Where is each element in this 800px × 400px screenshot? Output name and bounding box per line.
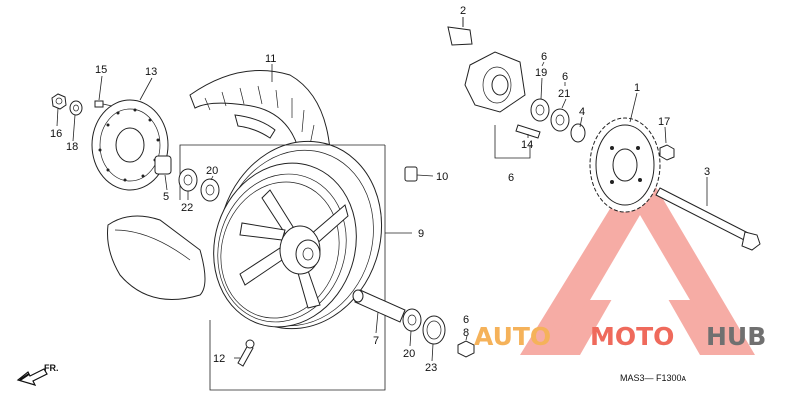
axle-nut-part: [457, 340, 475, 358]
sprocket-flange-part: [464, 51, 526, 113]
sprocket-nut-part: [659, 144, 675, 161]
part-label-16: 16: [50, 128, 62, 140]
part-label-6-group: 6: [508, 172, 514, 184]
damper-part: [447, 17, 473, 46]
part-label-18: 18: [66, 141, 78, 153]
front-direction-label: FR.: [44, 363, 59, 373]
part-label-7: 7: [373, 335, 379, 347]
part-label-23: 23: [425, 362, 437, 374]
air-valve-part: [237, 339, 255, 367]
clip-part: [404, 166, 434, 182]
bolt-part: [94, 100, 113, 108]
rear-axle-part: [655, 187, 761, 251]
part-label-5: 5: [163, 191, 169, 203]
part-label-17: 17: [658, 116, 670, 128]
bearing-right-part: [402, 308, 422, 332]
stud-bolt-part: [515, 124, 541, 139]
part-label-4: 4: [579, 106, 585, 118]
nut-part: [51, 93, 67, 110]
part-label-13: 13: [145, 66, 157, 78]
flange-bearing-part: [530, 98, 586, 143]
watermark-moto: MOTO: [590, 322, 674, 351]
part-label-6-bearing: 6: [562, 71, 568, 83]
oil-seal-part: [422, 315, 446, 345]
front-direction-arrow-icon: [16, 368, 48, 386]
part-label-15: 15: [95, 64, 107, 76]
washer-part: [69, 100, 83, 116]
brake-disc-part: [91, 99, 169, 191]
watermark-auto: AUTO: [474, 322, 551, 351]
part-label-8: 8: [463, 327, 469, 339]
collar-part: [352, 289, 406, 323]
part-label-20-left: 20: [206, 165, 218, 177]
part-label-14: 14: [521, 139, 533, 151]
part-labels: 1 2 3 4 5 6 6 6 6 7 8 9 10 11 12 13 14 1…: [50, 5, 710, 374]
part-label-21: 21: [558, 88, 570, 100]
watermark-text: AUTO MOTO HUB: [474, 322, 766, 351]
part-label-6-flange: 6: [541, 51, 547, 63]
part-label-20-right: 20: [403, 348, 415, 360]
part-label-19: 19: [535, 67, 547, 79]
part-label-9: 9: [418, 228, 424, 240]
bearing-part: [154, 155, 220, 202]
part-label-11: 11: [265, 53, 276, 65]
part-label-22: 22: [181, 202, 193, 214]
driven-sprocket-part: [589, 117, 661, 213]
diagram-code: MAS3— F1300ᴀ: [620, 373, 687, 383]
part-label-12: 12: [213, 353, 225, 365]
splash-guard-part: [107, 215, 206, 300]
leader-lines: [56, 17, 708, 362]
watermark-hub: HUB: [706, 322, 766, 351]
part-label-2: 2: [460, 5, 466, 17]
part-label-1: 1: [634, 82, 640, 94]
part-label-6-nut: 6: [463, 314, 469, 326]
part-label-3: 3: [704, 166, 710, 178]
part-label-10: 10: [436, 171, 448, 183]
flange-group-bracket: [494, 125, 531, 159]
rear-wheel-part: [213, 140, 383, 330]
